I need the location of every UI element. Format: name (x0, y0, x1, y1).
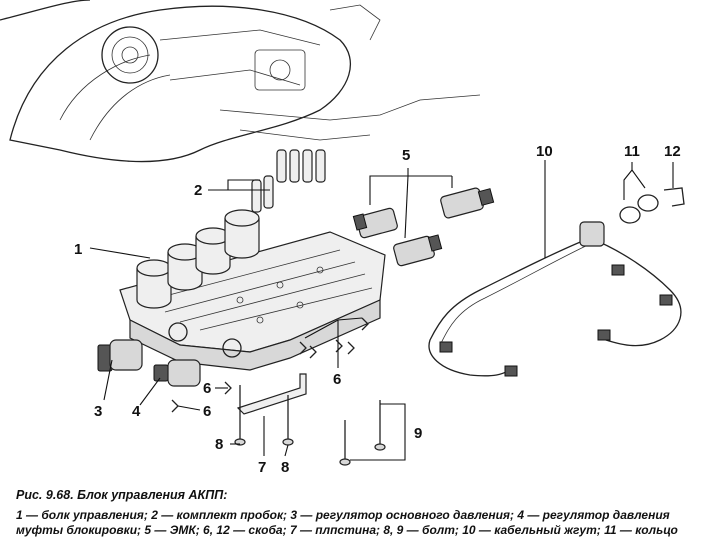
caption-legend: 1 — болк управления; 2 — комплект пробок… (16, 508, 678, 537)
solenoid-cylinders (136, 209, 260, 309)
caption-title: Рис. 9.68. Блок управления АКПП: (16, 488, 228, 502)
pressure-regulators-drawing (97, 339, 201, 387)
callout-11: 11 (624, 143, 640, 160)
callout-8b: 8 (281, 459, 289, 476)
wiring-harness-drawing (428, 221, 682, 377)
callout-1: 1 (74, 241, 82, 258)
valve-body-drawing (119, 209, 386, 371)
plug-kit-drawing (251, 149, 326, 213)
solenoid-valves-drawing (352, 187, 495, 267)
callout-6b: 6 (203, 403, 211, 420)
callout-3: 3 (94, 403, 102, 420)
callout-5: 5 (402, 147, 410, 164)
transmission-housing-drawing (0, 0, 481, 163)
callout-10: 10 (536, 143, 553, 160)
callout-6a: 6 (203, 380, 211, 397)
callout-7: 7 (258, 459, 266, 476)
callout-4: 4 (132, 403, 141, 420)
plate-and-bolts-drawing (234, 373, 386, 466)
callout-labels: 1 2 3 4 5 6 6 6 7 8 8 9 10 11 12 (74, 143, 681, 476)
callout-2: 2 (194, 182, 202, 199)
figure-caption: Рис. 9.68. Блок управления АКПП: 1 — бол… (16, 488, 696, 538)
rings-and-clip-drawing (619, 187, 685, 224)
callout-8a: 8 (215, 436, 223, 453)
callout-12: 12 (664, 143, 681, 160)
leader-lines (89, 160, 674, 461)
callout-6c: 6 (333, 371, 341, 388)
transmission-control-unit-diagram: 1 2 3 4 5 6 6 6 7 8 8 9 10 11 12 (0, 0, 685, 476)
callout-9: 9 (414, 425, 422, 442)
